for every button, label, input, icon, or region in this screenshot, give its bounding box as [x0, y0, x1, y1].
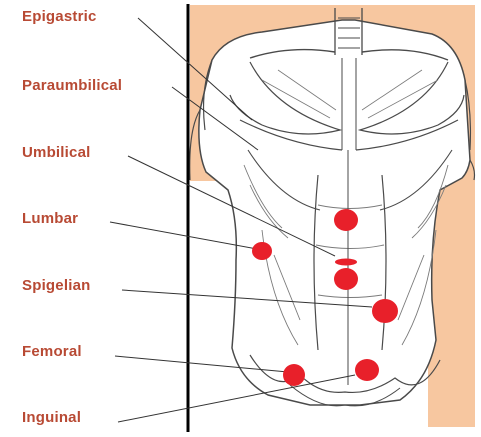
paraumbilical-hernia-dot [335, 259, 357, 266]
spigelian-hernia-dot [372, 299, 398, 323]
femoral-hernia-dot [283, 364, 305, 386]
umbilical-hernia-dot [334, 268, 358, 290]
label-paraumbilical: Paraumbilical [22, 77, 122, 94]
epigastric-hernia-dot [334, 209, 358, 231]
label-epigastric: Epigastric [22, 8, 97, 25]
label-umbilical: Umbilical [22, 144, 91, 161]
label-inguinal: Inguinal [22, 409, 81, 426]
lumbar-hernia-dot [252, 242, 272, 260]
inguinal-hernia-dot [355, 359, 379, 381]
label-spigelian: Spigelian [22, 277, 90, 294]
label-lumbar: Lumbar [22, 210, 78, 227]
label-femoral: Femoral [22, 343, 82, 360]
